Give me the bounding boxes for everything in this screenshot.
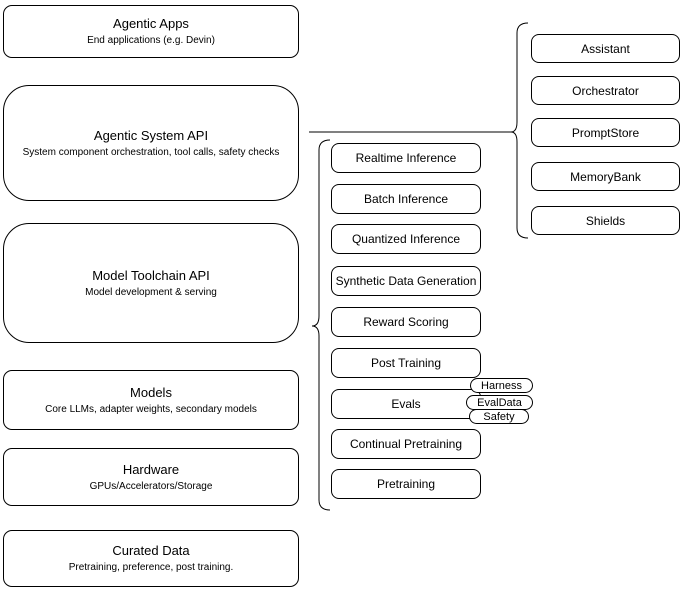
layer-hardware: Hardware GPUs/Accelerators/Storage [3,448,299,506]
layer-model-toolchain-api: Model Toolchain API Model development & … [3,223,299,343]
layer-subtitle: Core LLMs, adapter weights, secondary mo… [45,403,257,415]
layer-title: Hardware [122,461,180,477]
toolchain-item-pretraining: Pretraining [331,469,481,499]
layer-curated-data: Curated Data Pretraining, preference, po… [3,530,299,587]
layer-models: Models Core LLMs, adapter weights, secon… [3,370,299,430]
toolchain-item-synthetic-data-generation: Synthetic Data Generation [331,266,481,296]
layer-title: Curated Data [112,543,190,558]
component-shields: Shields [531,206,680,235]
component-orchestrator: Orchestrator [531,76,680,105]
toolchain-item-realtime-inference: Realtime Inference [331,143,481,173]
toolchain-brace [311,139,331,511]
component-promptstore: PromptStore [531,118,680,147]
layer-title: Models [130,384,172,400]
toolchain-item-post-training: Post Training [331,348,481,378]
layer-agentic-system-api: Agentic System API System component orch… [3,85,299,201]
layer-subtitle: End applications (e.g. Devin) [87,35,215,46]
toolchain-item-continual-pretraining: Continual Pretraining [331,429,481,459]
toolchain-item-reward-scoring: Reward Scoring [331,307,481,337]
layer-agentic-apps: Agentic Apps End applications (e.g. Devi… [3,5,299,58]
component-memorybank: MemoryBank [531,162,680,191]
layer-subtitle: GPUs/Accelerators/Storage [89,480,213,492]
eval-tag-harness: Harness [470,378,533,393]
system-components-brace [510,22,529,239]
layer-title: Model Toolchain API [92,267,210,283]
layer-subtitle: Pretraining, preference, post training. [68,562,234,573]
layer-subtitle: System component orchestration, tool cal… [22,146,280,158]
eval-tag-evaldata: EvalData [466,395,533,410]
layer-title: Agentic System API [93,127,209,143]
component-assistant: Assistant [531,34,680,63]
toolchain-item-quantized-inference: Quantized Inference [331,224,481,254]
toolchain-item-batch-inference: Batch Inference [331,184,481,214]
layer-title: Agentic Apps [113,16,189,31]
toolchain-item-evals: Evals [331,389,481,419]
eval-tag-safety: Safety [469,409,529,424]
layer-subtitle: Model development & serving [85,286,217,298]
